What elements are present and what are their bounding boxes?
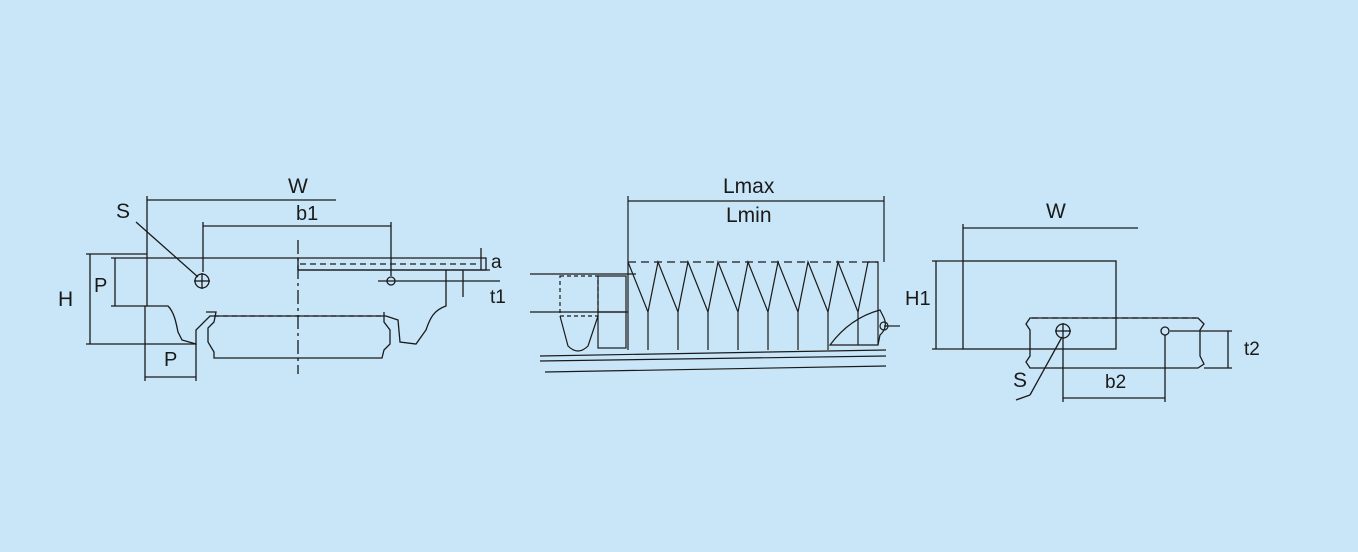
right-view (932, 224, 1232, 402)
center-lmax-label: Lmax (723, 175, 775, 198)
right-h1-label: H1 (905, 288, 931, 310)
left-s-label: S (116, 200, 130, 223)
left-b1-label: b1 (296, 203, 318, 225)
left-p-side-label: P (94, 275, 107, 297)
right-t2-label: t2 (1244, 339, 1260, 360)
right-s-leader-tail (1015, 394, 1031, 401)
center-right-end (828, 309, 886, 346)
right-b2-label: b2 (1105, 372, 1126, 393)
left-s-leader (135, 221, 199, 278)
right-s-label: S (1013, 369, 1027, 392)
center-rail-line-2 (539, 355, 887, 362)
left-p-bottom-label: P (164, 349, 177, 371)
left-view (86, 196, 500, 381)
center-rail-line-3 (544, 365, 887, 373)
left-block-outline (146, 257, 447, 345)
right-w-label: W (1046, 200, 1066, 223)
left-w-label: W (288, 175, 308, 198)
right-block (962, 260, 1117, 350)
left-a-label: a (491, 252, 502, 273)
left-t1-label: t1 (490, 287, 506, 308)
center-rail-line-1 (539, 349, 887, 357)
center-end-cup (559, 315, 599, 352)
right-s-leader (1029, 336, 1063, 396)
center-view (530, 196, 900, 373)
left-top-plate (298, 257, 487, 271)
center-right-pin-hole (879, 321, 889, 331)
left-rail-profile (206, 311, 391, 359)
right-rail-profile (1025, 317, 1205, 369)
center-bellows-lower (647, 312, 859, 350)
center-lmin-label: Lmin (726, 204, 772, 227)
left-h-label: H (58, 288, 73, 311)
